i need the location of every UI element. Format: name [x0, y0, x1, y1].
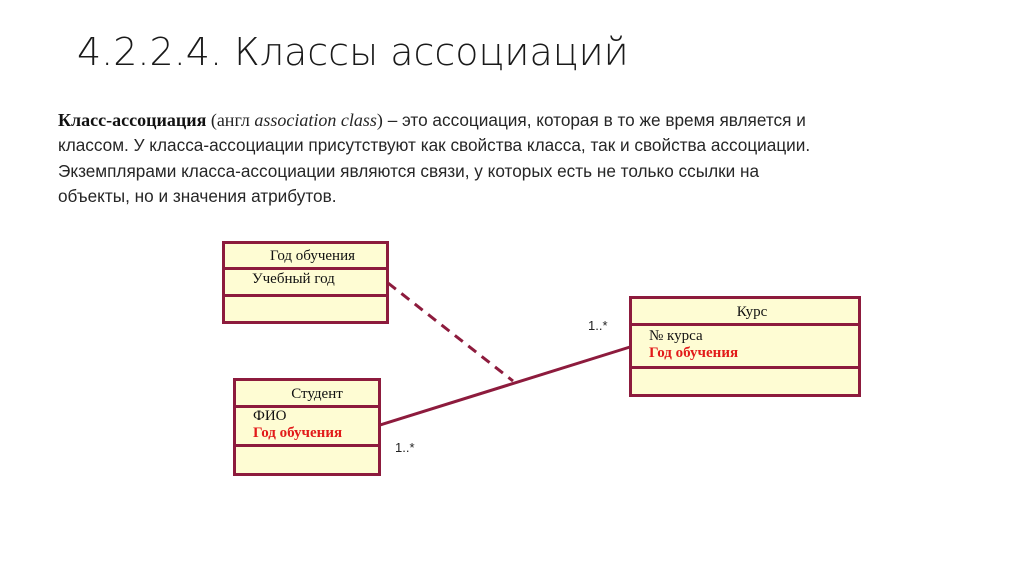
attributes-divider [225, 267, 386, 293]
paragraph-line-1: Класс-ассоциация (англ association class… [58, 108, 938, 133]
operations-divider [632, 366, 858, 394]
paren-close: ) [376, 110, 383, 130]
paragraph-line-2: классом. У класса-ассоциации присутствую… [58, 135, 811, 156]
slide-title: 4.2.2.4. Классы ассоциаций [77, 30, 629, 74]
attributes-divider [632, 323, 858, 367]
paragraph-line-3: Экземплярами класса-ассоциации являются … [58, 160, 760, 181]
class-attribute: Учебный год [252, 271, 335, 287]
operations-divider [225, 294, 386, 321]
definition-paragraph: Класс-ассоциация (англ association class… [58, 108, 938, 209]
class-name: Курс [736, 304, 768, 320]
operations-divider [236, 444, 378, 473]
class-name: Год обучения [269, 248, 356, 264]
association-line [379, 345, 631, 427]
paragraph-line-4: объекты, но и значения атрибутов. [58, 185, 337, 206]
class-attribute: ФИО [253, 408, 287, 424]
class-attribute-highlighted: Год обучения [253, 425, 343, 441]
class-attribute: № курса [649, 328, 703, 344]
class-attribute-highlighted: Год обучения [649, 345, 739, 361]
class-box-god-obucheniya: Год обучения Учебный год [222, 241, 389, 324]
line1-rest: – это ассоциация, которая в то же время … [382, 110, 806, 130]
class-name: Студент [291, 386, 343, 402]
english-term: association class [254, 110, 377, 130]
attributes-divider [236, 405, 378, 444]
multiplicity-kurs-end: 1..* [588, 318, 608, 333]
class-box-student: Студент ФИО Год обучения [233, 378, 381, 476]
association-class-dashed-line [387, 281, 514, 383]
multiplicity-student-end: 1..* [395, 440, 415, 455]
paren-open: (англ [206, 110, 255, 130]
class-box-kurs: Курс № курса Год обучения [629, 296, 861, 397]
term-bold: Класс-ассоциация [58, 110, 207, 130]
